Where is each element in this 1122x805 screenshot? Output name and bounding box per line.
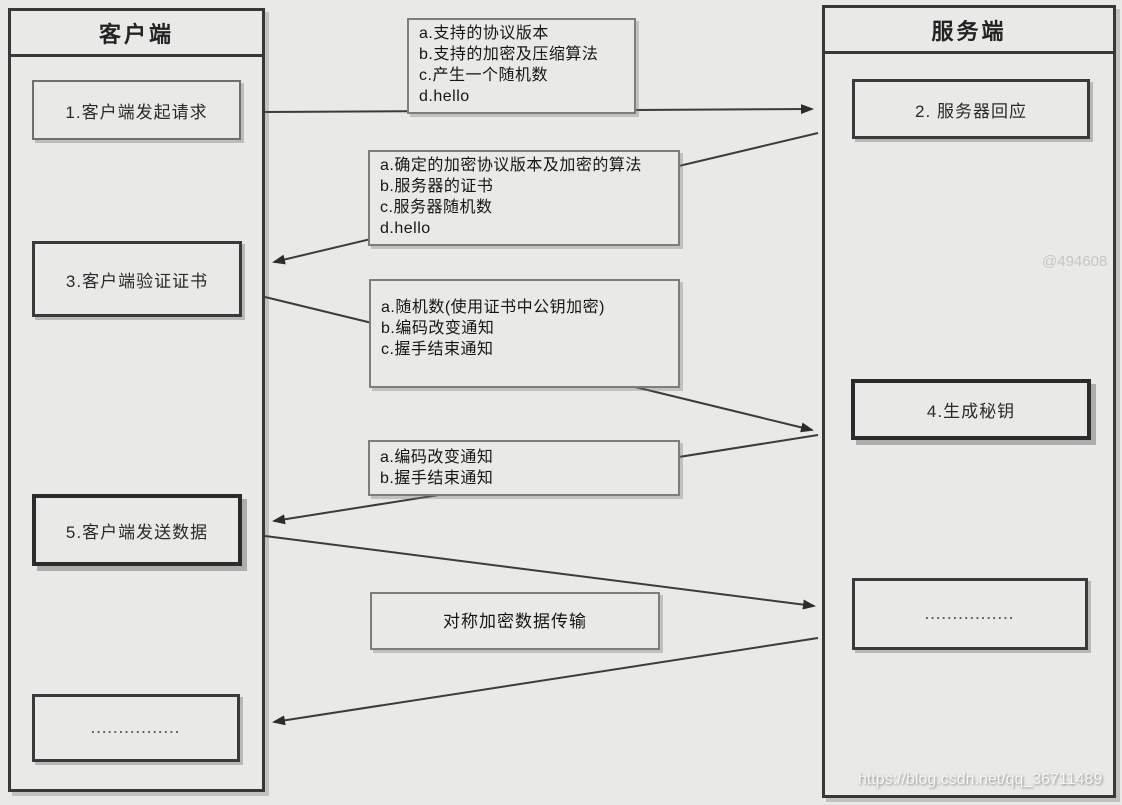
client-step-3-label: 3.客户端验证证书 <box>65 271 209 291</box>
client-step-1-box: 1.客户端发起请求 <box>32 80 241 140</box>
server-ellipsis-box: ................ <box>852 578 1088 650</box>
note-line: d.hello <box>419 88 470 105</box>
client-step-5-label: 5.客户端发送数据 <box>65 522 209 542</box>
client-ellipsis-label: ................ <box>91 720 181 736</box>
server-step-2-box: 2. 服务器回应 <box>852 79 1090 139</box>
server-panel-title: 服务端 <box>825 8 1113 54</box>
note-line: b.支持的加密及压缩算法 <box>419 46 599 63</box>
server-step-4-label: 4.生成秘钥 <box>926 402 1016 421</box>
note-line: b.握手结束通知 <box>380 470 494 487</box>
watermark-blog-url: https://blog.csdn.net/qq_36711489 <box>858 771 1103 788</box>
note-server-hello: a.确定的加密协议版本及加密的算法 b.服务器的证书 c.服务器随机数 d.he… <box>368 150 680 246</box>
note-key-exchange: a.随机数(使用证书中公钥加密) b.编码改变通知 c.握手结束通知 <box>369 279 680 388</box>
watermark-user-tag: @494608 <box>1042 253 1108 270</box>
client-step-3-box: 3.客户端验证证书 <box>32 241 242 317</box>
arrow-server-data <box>272 637 819 726</box>
note-line: b.服务器的证书 <box>380 178 494 195</box>
note-client-hello: a.支持的协议版本 b.支持的加密及压缩算法 c.产生一个随机数 d.hello <box>407 18 636 114</box>
note-line: c.产生一个随机数 <box>419 67 548 84</box>
server-ellipsis-label: ................ <box>925 606 1015 622</box>
server-step-2-label: 2. 服务器回应 <box>915 101 1027 121</box>
note-line: d.hello <box>380 220 431 237</box>
note-line: b.编码改变通知 <box>381 320 495 337</box>
client-ellipsis-box: ................ <box>32 694 240 762</box>
note-change-cipher: a.编码改变通知 b.握手结束通知 <box>368 440 680 496</box>
client-step-5-box: 5.客户端发送数据 <box>32 494 242 566</box>
note-symmetric-transfer-label: 对称加密数据传输 <box>443 611 587 631</box>
note-line: a.支持的协议版本 <box>419 25 549 42</box>
note-line: a.确定的加密协议版本及加密的算法 <box>380 157 642 174</box>
note-line: c.服务器随机数 <box>380 199 493 216</box>
server-step-4-box: 4.生成秘钥 <box>851 379 1091 440</box>
note-line: c.握手结束通知 <box>381 341 494 358</box>
client-step-1-label: 1.客户端发起请求 <box>65 102 208 122</box>
note-line: a.随机数(使用证书中公钥加密) <box>381 299 606 316</box>
note-line: a.编码改变通知 <box>380 449 494 466</box>
client-panel-title: 客户端 <box>11 11 262 57</box>
note-symmetric-transfer: 对称加密数据传输 <box>370 592 660 650</box>
arrow-client-data <box>264 535 816 610</box>
